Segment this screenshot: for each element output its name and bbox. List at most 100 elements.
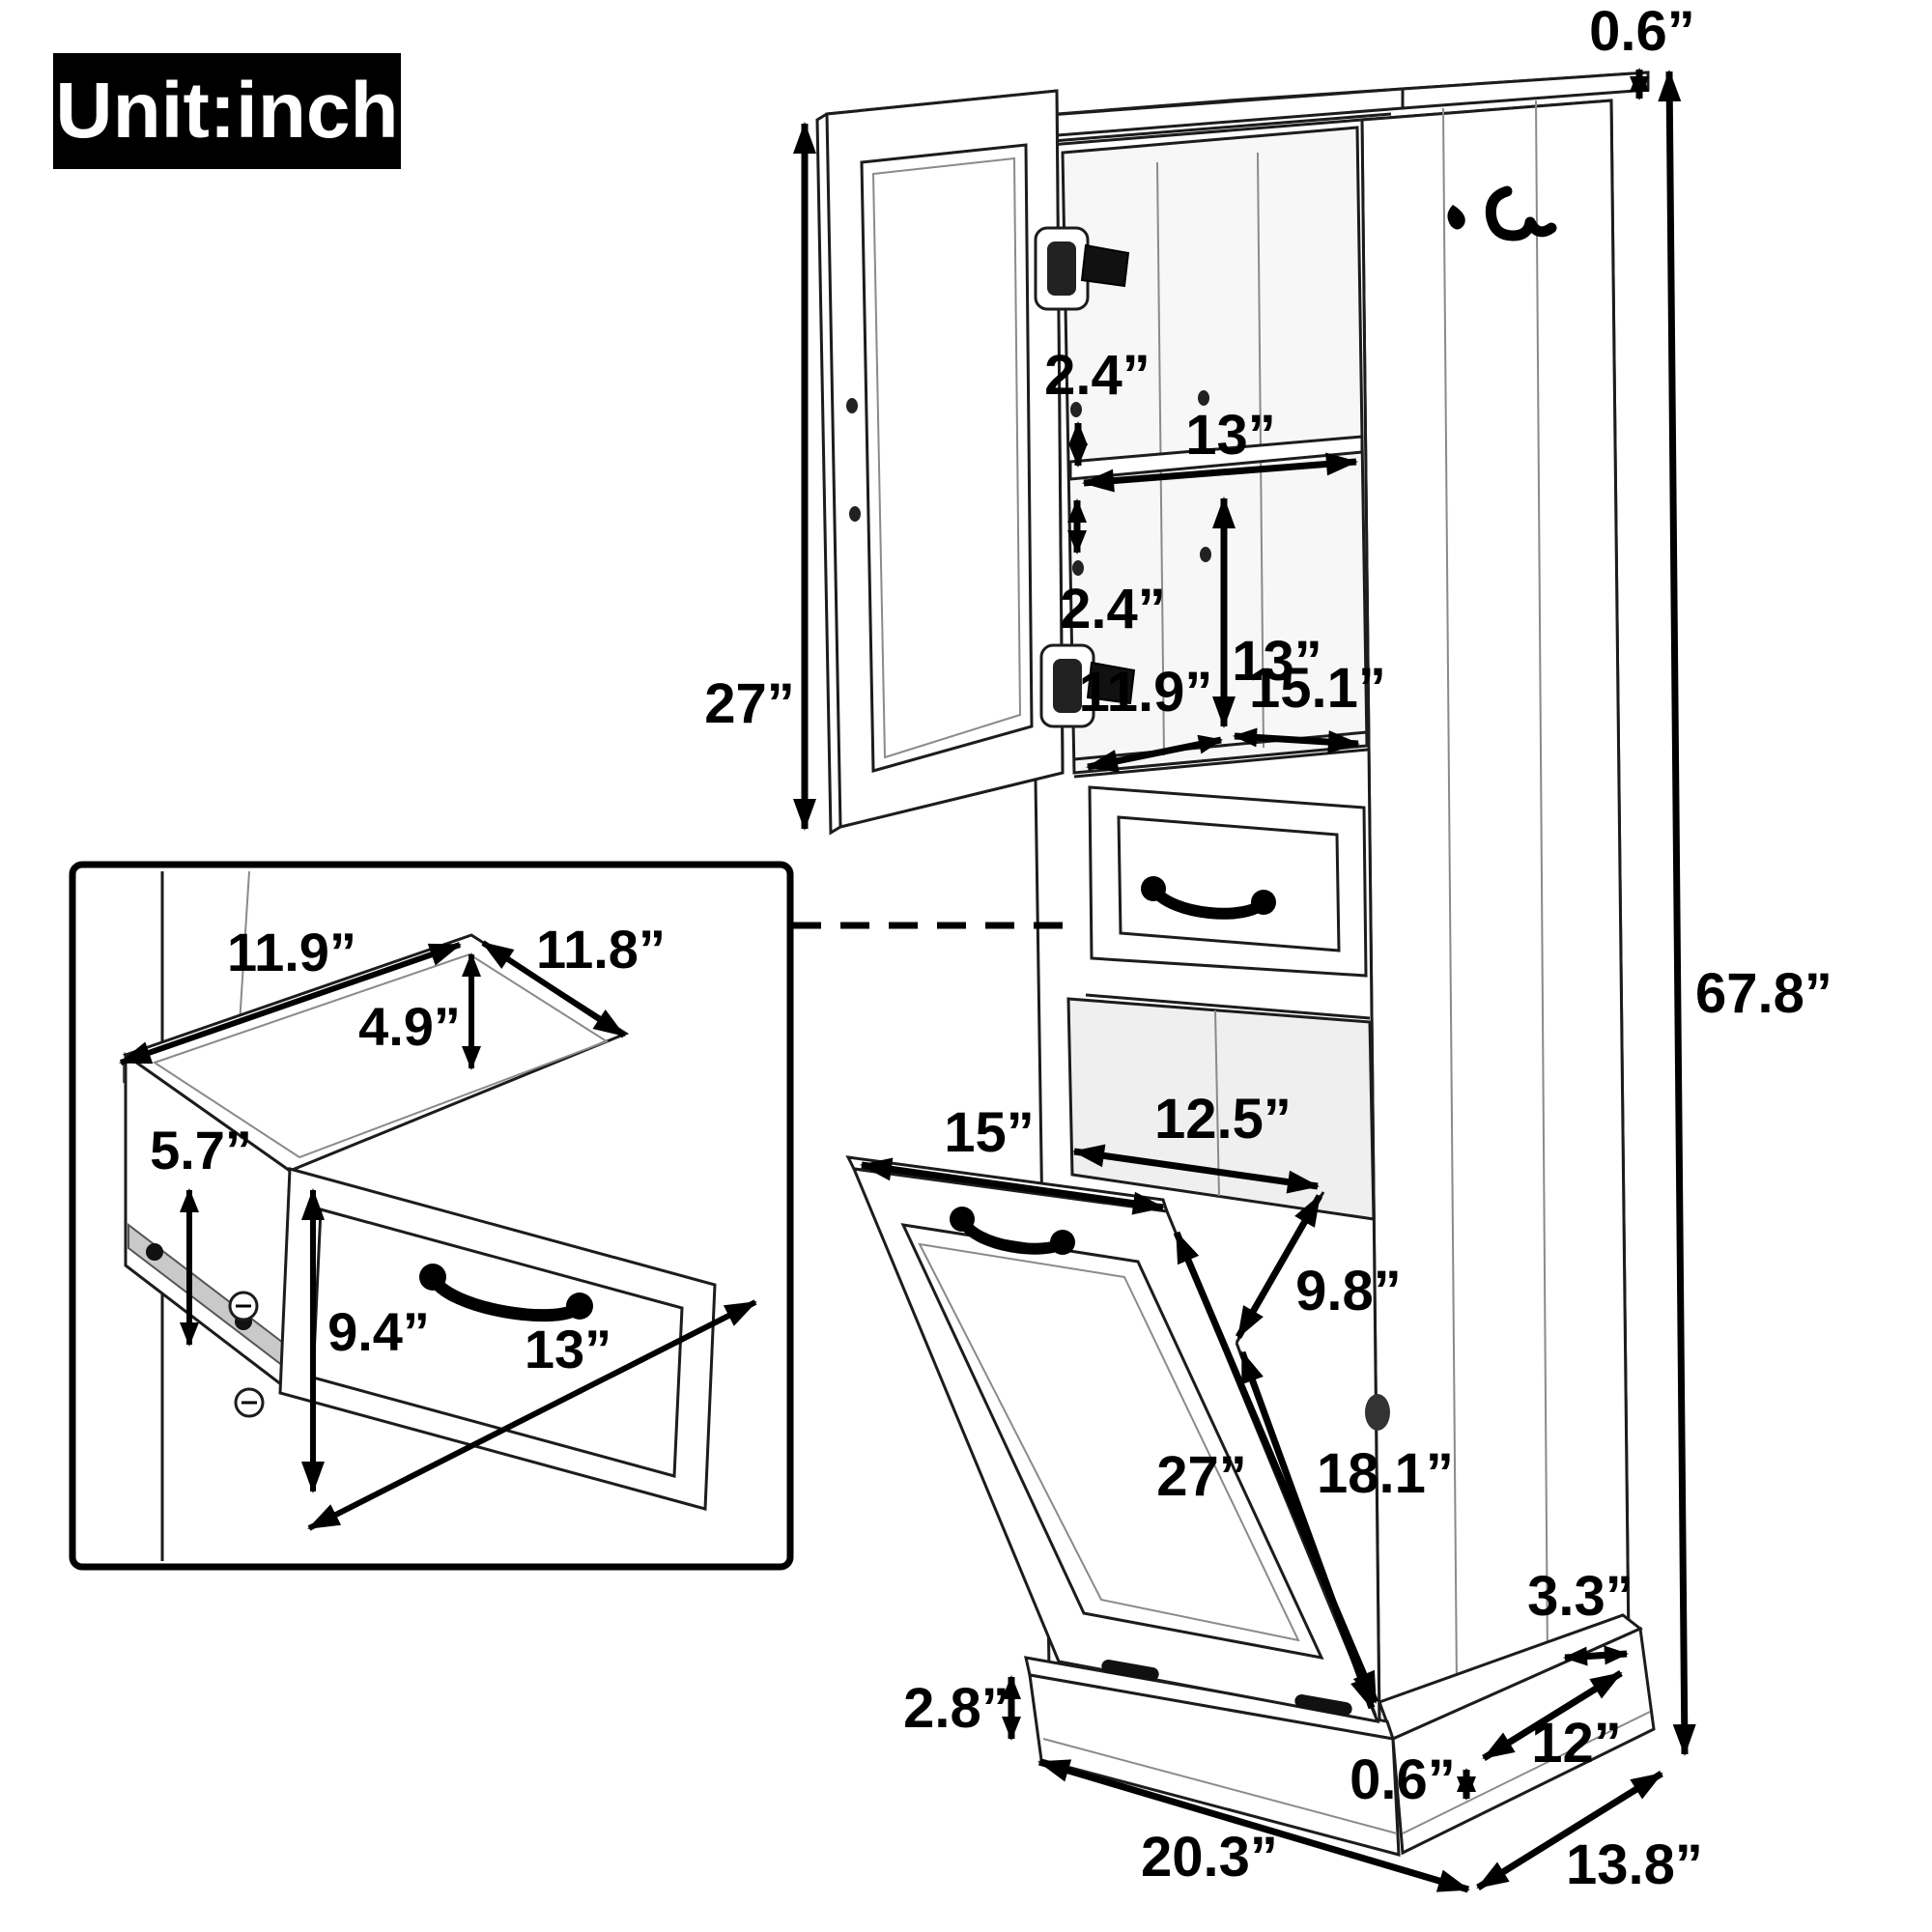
handle-post [1141, 876, 1166, 901]
hinge-screw [1061, 714, 1070, 724]
dimension-line [119, 942, 462, 1065]
dimension-line [1037, 1758, 1470, 1893]
dim-compartment-height: 13” [1212, 497, 1322, 728]
dimension-label: 3.3” [1527, 1565, 1634, 1628]
dimension-line [1072, 1144, 1320, 1194]
dimension-label: 13.8” [1566, 1833, 1703, 1896]
shelf-pin-hole [1072, 560, 1084, 576]
dimension-line [1233, 727, 1360, 754]
dim-side-ledge: 3.3” [1527, 1565, 1634, 1666]
dimension-label: 9.8” [1295, 1260, 1402, 1322]
dimension-label: 0.6” [1350, 1748, 1456, 1811]
hinge-arm [1086, 661, 1136, 705]
drawer-panel-frame [1117, 815, 1341, 952]
dim-shelf-gap-lower: 2.4” [1060, 498, 1166, 640]
dimension-line [1658, 70, 1696, 1756]
hinge-bottom [1039, 643, 1136, 728]
dimension-label: 0.6” [1589, 0, 1695, 63]
drawer-handle [1141, 876, 1276, 920]
door-catch-hole [1365, 1394, 1390, 1431]
hinge-top [1034, 226, 1130, 311]
dim-door-height: 27” [704, 122, 816, 831]
dim-hamper-door-height: 18.1” [1238, 1350, 1454, 1710]
slide-screw [146, 1243, 163, 1261]
unit-label-text: Unit:inch [55, 67, 398, 155]
dimension-label: 15.1” [1249, 657, 1386, 720]
upper-door-open [815, 89, 1136, 836]
dimension-line [860, 1157, 1165, 1215]
dimension-label: 11.8” [536, 919, 666, 980]
dimension-label: 15” [944, 1101, 1035, 1164]
dimension-label: 11.9” [1079, 661, 1213, 724]
dim-top-trim: 0.6” [1589, 0, 1695, 100]
dim-base-height: 2.8” [903, 1675, 1021, 1741]
dim-base-trim: 0.6” [1350, 1748, 1476, 1811]
hinge-screw [1055, 297, 1065, 306]
hinge-arm [1080, 243, 1130, 288]
side-panel-stile-line-1 [1442, 107, 1458, 1690]
side-panel-stile-line-2 [1535, 99, 1548, 1664]
frame-screw [234, 1387, 265, 1418]
shelf-pin-hole [1070, 402, 1082, 417]
dim-overall-depth: 13.8” [1476, 1771, 1703, 1896]
dim-base-side-depth: 12” [1482, 1670, 1623, 1775]
hinge-cup [1047, 242, 1076, 296]
shelf-pin-hole [1200, 547, 1211, 562]
dimension-label: 2.8” [903, 1677, 1009, 1740]
drawer-front [1088, 785, 1368, 978]
dim-interior-width: 15.1” [1233, 657, 1386, 754]
dimension-label: 67.8” [1695, 962, 1833, 1025]
handle-post [950, 1207, 975, 1232]
dimension-line [1476, 1771, 1663, 1890]
dimension-line [1082, 452, 1358, 493]
rail-below-drawer [1085, 993, 1371, 1020]
middle-drawer [1073, 748, 1371, 1020]
handle-post [419, 1264, 446, 1291]
hook-icon [1447, 205, 1465, 230]
dim-drawer-inner-width: 11.8” [481, 919, 666, 1038]
dimension-label: 4.9” [358, 996, 461, 1057]
dim-hamper-door-width: 15” [860, 1101, 1165, 1215]
dimension-line [307, 1299, 757, 1531]
door-panel-frame [860, 143, 1034, 773]
dim-overall-width: 20.3” [1037, 1758, 1470, 1893]
hinge-cup [1053, 659, 1082, 713]
bottom-hinge-hardware [1101, 1660, 1159, 1681]
dim-drawer-inner-depth: 11.9” [119, 922, 462, 1065]
handle-post [566, 1293, 593, 1320]
dimension-label: 20.3” [1141, 1826, 1278, 1889]
dimension-line [1563, 1645, 1629, 1666]
dimension-label: 12” [1531, 1712, 1622, 1775]
door-pin-hole [846, 398, 858, 413]
dimension-label: 13” [1232, 630, 1322, 693]
dimension-line [1086, 734, 1223, 773]
unit-label-background [53, 53, 401, 169]
dimension-label: 11.9” [227, 922, 356, 982]
dimension-line [1238, 1350, 1376, 1710]
crown-underlip-line [1004, 112, 1392, 147]
hinge-screw [1055, 231, 1065, 241]
handle-post [1251, 890, 1276, 915]
door-inner-face [825, 89, 1065, 829]
dim-hamper-opening-width: 12.5” [1072, 1088, 1320, 1194]
dim-drawer-side-height: 5.7” [150, 1120, 252, 1347]
dimension-label: 2.4” [1044, 344, 1151, 407]
dimension-label: 13” [525, 1319, 611, 1379]
double-hook-icon [1485, 185, 1557, 242]
door-pin-hole [849, 506, 861, 522]
dim-shelf-gap-upper: 2.4” [1044, 344, 1151, 468]
frame-screw [228, 1291, 259, 1321]
dimension-label: 5.7” [150, 1120, 252, 1180]
shelf-pin-hole [1198, 390, 1209, 406]
dimension-line [1482, 1670, 1623, 1761]
dimension-label: 9.4” [327, 1301, 430, 1362]
dim-drawer-inner-height: 4.9” [358, 952, 481, 1070]
drawer-detail-inset: 11.9” 11.8” 4.9” 5.7” 9.4” 13” [69, 861, 794, 1571]
dimension-label: 13” [1185, 404, 1276, 467]
dimension-line [481, 940, 626, 1038]
dim-shelf-width: 13” [1082, 404, 1358, 493]
dimension-label: 18.1” [1317, 1442, 1454, 1505]
dimension-label: 12.5” [1154, 1088, 1292, 1151]
